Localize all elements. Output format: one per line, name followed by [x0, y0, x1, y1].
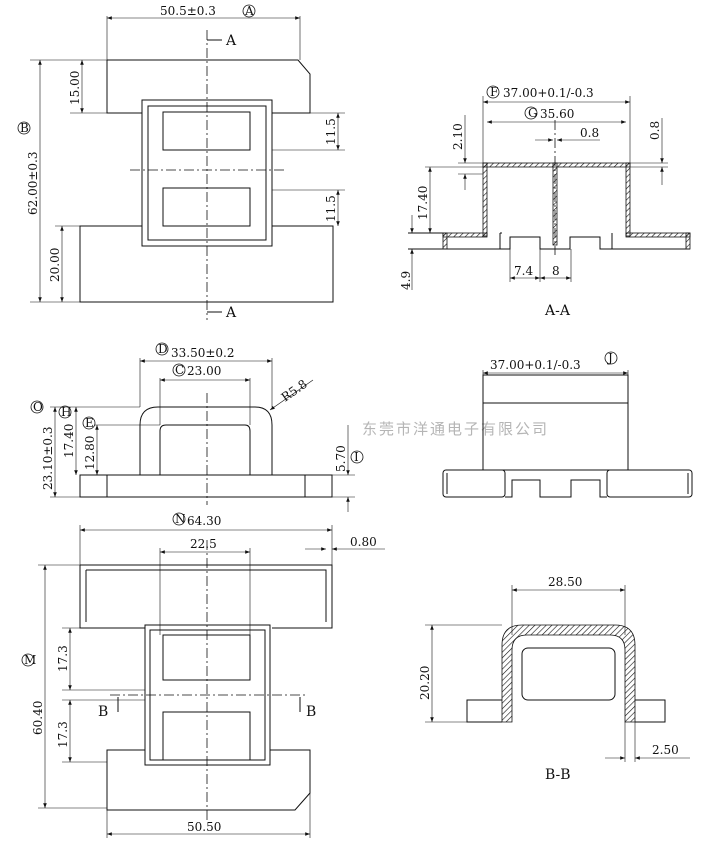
side-width-ref: J: [606, 351, 613, 365]
bb-height-dim: 20.20: [418, 666, 432, 700]
aa-outer-ref: F: [490, 85, 498, 99]
front-mid-dim: 17.40: [62, 424, 76, 458]
bottom-width-dim: 64.30: [187, 514, 221, 528]
section-b-label-right: B: [306, 704, 316, 720]
aa-pin-dim: 0.8: [580, 126, 599, 140]
aa-height-dim: 17.40: [416, 186, 430, 220]
front-total-ref: O: [33, 400, 43, 414]
front-outer-ref: D: [158, 342, 168, 356]
bb-title: B-B: [545, 767, 571, 783]
side-width-dim: 37.00+0.1/-0.3: [490, 358, 581, 372]
front-base-ref: I: [354, 450, 359, 464]
aa-base-dim: 4.9: [399, 271, 413, 290]
bottom-base-dim: 50.50: [187, 820, 221, 834]
bb-thick-dim: 2.50: [652, 743, 679, 757]
aa-top-dim: 2.10: [451, 123, 465, 150]
top-width-ref: A: [244, 4, 254, 18]
section-a-label-top: A: [225, 33, 237, 49]
watermark: 东莞市洋通电子有限公司: [362, 420, 549, 438]
aa-thick-dim: 0.8: [648, 121, 662, 140]
front-low-ref: E: [85, 416, 94, 430]
base-dim: 20.00: [48, 248, 62, 282]
section-bb-view: 28.50 20.20 2.50 B-B: [418, 575, 690, 783]
aa-title: A-A: [544, 303, 571, 319]
top-view: 50.5±0.3 A A A 62.00±0.3 B 15.00 20.00 1…: [17, 4, 345, 321]
section-aa-view: F 37.00+0.1/-0.3 G 35.60 0.8 2.10 0.8 17…: [399, 85, 691, 319]
aa-gap-dim: 8: [552, 264, 560, 278]
bottom-height-ref: M: [24, 653, 36, 667]
top-height-dim: 62.00±0.3: [26, 152, 40, 216]
front-inner-ref: C: [175, 363, 184, 377]
window-dim-1: 11.5: [324, 118, 338, 145]
window-dim-2: 11.5: [324, 195, 338, 222]
front-mid-ref: H: [61, 405, 71, 419]
bottom-width-ref: N: [175, 512, 186, 526]
front-radius-dim: R5.8: [279, 377, 310, 405]
bottom-height-dim: 60.40: [31, 701, 45, 735]
front-low-dim: 12.80: [83, 436, 97, 470]
bottom-window-dim-2: 17.3: [56, 721, 70, 748]
aa-inner-dim: 35.60: [540, 107, 574, 121]
front-inner-dim: 23.00: [187, 364, 221, 378]
aa-slot-dim: 7.4: [514, 264, 533, 278]
front-base-dim: 5.70: [334, 445, 348, 472]
aa-outer-dim: 37.00+0.1/-0.3: [503, 86, 594, 100]
front-view: D 33.50±0.2 C 23.00 R5.8 23.10±0.3 O 17.…: [30, 342, 364, 512]
aa-inner-ref: G: [528, 106, 538, 120]
bottom-thick-dim: 0.80: [350, 535, 377, 549]
flange-dim: 15.00: [68, 71, 82, 105]
bottom-core-dim: 22.5: [190, 537, 217, 551]
bottom-view: B B N 64.30 22.5 0.80 60.40 M 17.3 17.3 …: [21, 512, 385, 838]
section-b-label-left: B: [98, 704, 108, 720]
top-width-dim: 50.5±0.3: [160, 4, 216, 18]
side-view: 37.00+0.1/-0.3 J: [442, 351, 693, 498]
front-outer-dim: 33.50±0.2: [171, 346, 235, 360]
section-a-label-bottom: A: [225, 305, 237, 321]
bb-width-dim: 28.50: [548, 575, 582, 589]
front-total-dim: 23.10±0.3: [41, 427, 55, 491]
bottom-window-dim-1: 17.3: [56, 645, 70, 672]
top-height-ref: B: [20, 121, 29, 135]
